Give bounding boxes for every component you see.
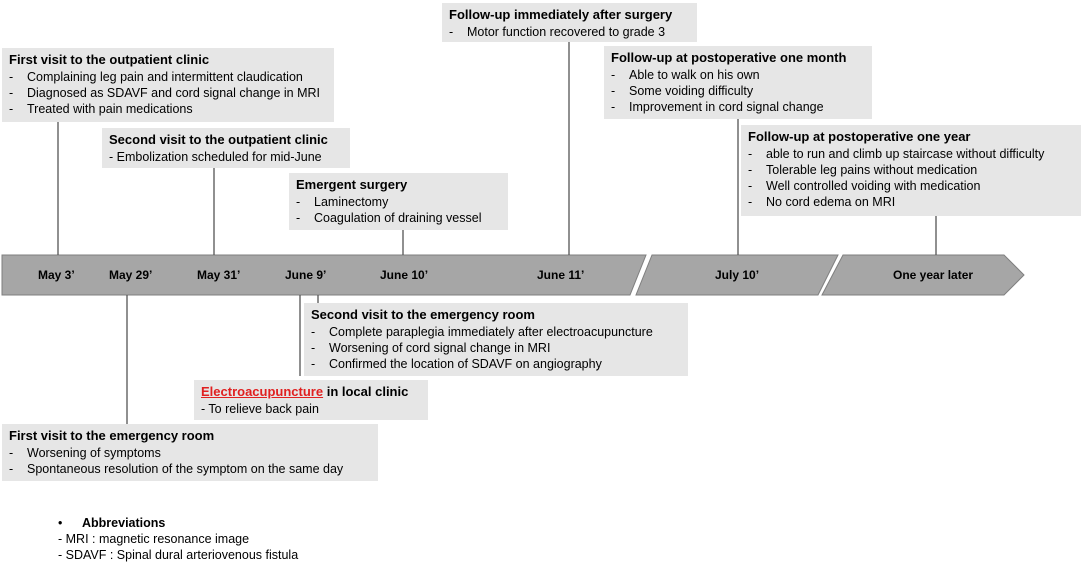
date-label: May 29’ bbox=[109, 268, 153, 282]
event-item: -Well controlled voiding with medication bbox=[748, 179, 981, 193]
event-item: -Worsening of cord signal change in MRI bbox=[311, 341, 551, 355]
date-label: June 11’ bbox=[537, 268, 585, 282]
date-label: July 10’ bbox=[715, 268, 760, 282]
event-item: -Complaining leg pain and intermittent c… bbox=[9, 70, 303, 84]
event-item: -No cord edema on MRI bbox=[748, 195, 896, 209]
event-item: -Able to walk on his own bbox=[611, 68, 760, 82]
event-first-outpatient: First visit to the outpatient clinic -Co… bbox=[2, 48, 334, 122]
date-label: May 31’ bbox=[197, 268, 241, 282]
event-followup-month: Follow-up at postoperative one month -Ab… bbox=[604, 46, 872, 119]
event-title: Follow-up at postoperative one month bbox=[611, 50, 847, 65]
event-title: Second visit to the emergency room bbox=[311, 307, 535, 322]
event-item: -Confirmed the location of SDAVF on angi… bbox=[311, 357, 602, 371]
event-followup-immediate: Follow-up immediately after surgery -Mot… bbox=[442, 3, 697, 42]
event-title: Second visit to the outpatient clinic bbox=[109, 132, 328, 147]
event-item: -Diagnosed as SDAVF and cord signal chan… bbox=[9, 86, 320, 100]
event-item: -Some voiding difficulty bbox=[611, 84, 754, 98]
event-second-er: Second visit to the emergency room -Comp… bbox=[304, 303, 688, 376]
event-title: First visit to the emergency room bbox=[9, 428, 215, 443]
event-emergent-surgery: Emergent surgery -Laminectomy -Coagulati… bbox=[289, 173, 508, 230]
event-title: Follow-up immediately after surgery bbox=[449, 7, 673, 22]
event-title: First visit to the outpatient clinic bbox=[9, 52, 210, 67]
event-title: Electroacupuncture in local clinic bbox=[201, 384, 409, 399]
event-electroacupuncture: Electroacupuncture in local clinic - To … bbox=[194, 380, 428, 420]
event-followup-year: Follow-up at postoperative one year -abl… bbox=[741, 125, 1081, 216]
event-item: -Worsening of symptoms bbox=[9, 446, 161, 460]
event-second-outpatient: Second visit to the outpatient clinic - … bbox=[102, 128, 350, 168]
abbreviation-item: - MRI : magnetic resonance image bbox=[58, 532, 250, 546]
event-title: Follow-up at postoperative one year bbox=[748, 129, 971, 144]
event-item: -able to run and climb up staircase with… bbox=[748, 147, 1045, 161]
abbreviations: •Abbreviations - MRI : magnetic resonanc… bbox=[58, 515, 298, 563]
event-title: Emergent surgery bbox=[296, 177, 408, 192]
event-item: -Laminectomy bbox=[296, 195, 389, 209]
date-label: May 3’ bbox=[38, 268, 75, 282]
event-item: -Complete paraplegia immediately after e… bbox=[311, 325, 653, 339]
event-item: - To relieve back pain bbox=[201, 402, 319, 416]
date-label: June 10’ bbox=[380, 268, 429, 282]
timeline-segment-2 bbox=[635, 254, 839, 296]
abbreviations-heading: •Abbreviations bbox=[58, 516, 166, 530]
event-item: - Embolization scheduled for mid-June bbox=[109, 150, 322, 164]
event-item: -Treated with pain medications bbox=[9, 102, 193, 116]
event-item: -Coagulation of draining vessel bbox=[296, 211, 482, 225]
date-label: One year later bbox=[893, 268, 974, 282]
event-item: -Motor function recovered to grade 3 bbox=[449, 25, 666, 39]
event-first-er: First visit to the emergency room -Worse… bbox=[2, 424, 378, 481]
electroacupuncture-highlight: Electroacupuncture bbox=[201, 384, 324, 399]
event-item: -Tolerable leg pains without medication bbox=[748, 163, 978, 177]
timeline-segment-3 bbox=[821, 254, 1025, 296]
abbreviation-item: - SDAVF : Spinal dural arteriovenous fis… bbox=[58, 548, 299, 562]
event-item: -Improvement in cord signal change bbox=[611, 100, 824, 114]
event-item: -Spontaneous resolution of the symptom o… bbox=[9, 462, 344, 476]
date-label: June 9’ bbox=[285, 268, 327, 282]
timeline-segment-1 bbox=[1, 254, 647, 296]
